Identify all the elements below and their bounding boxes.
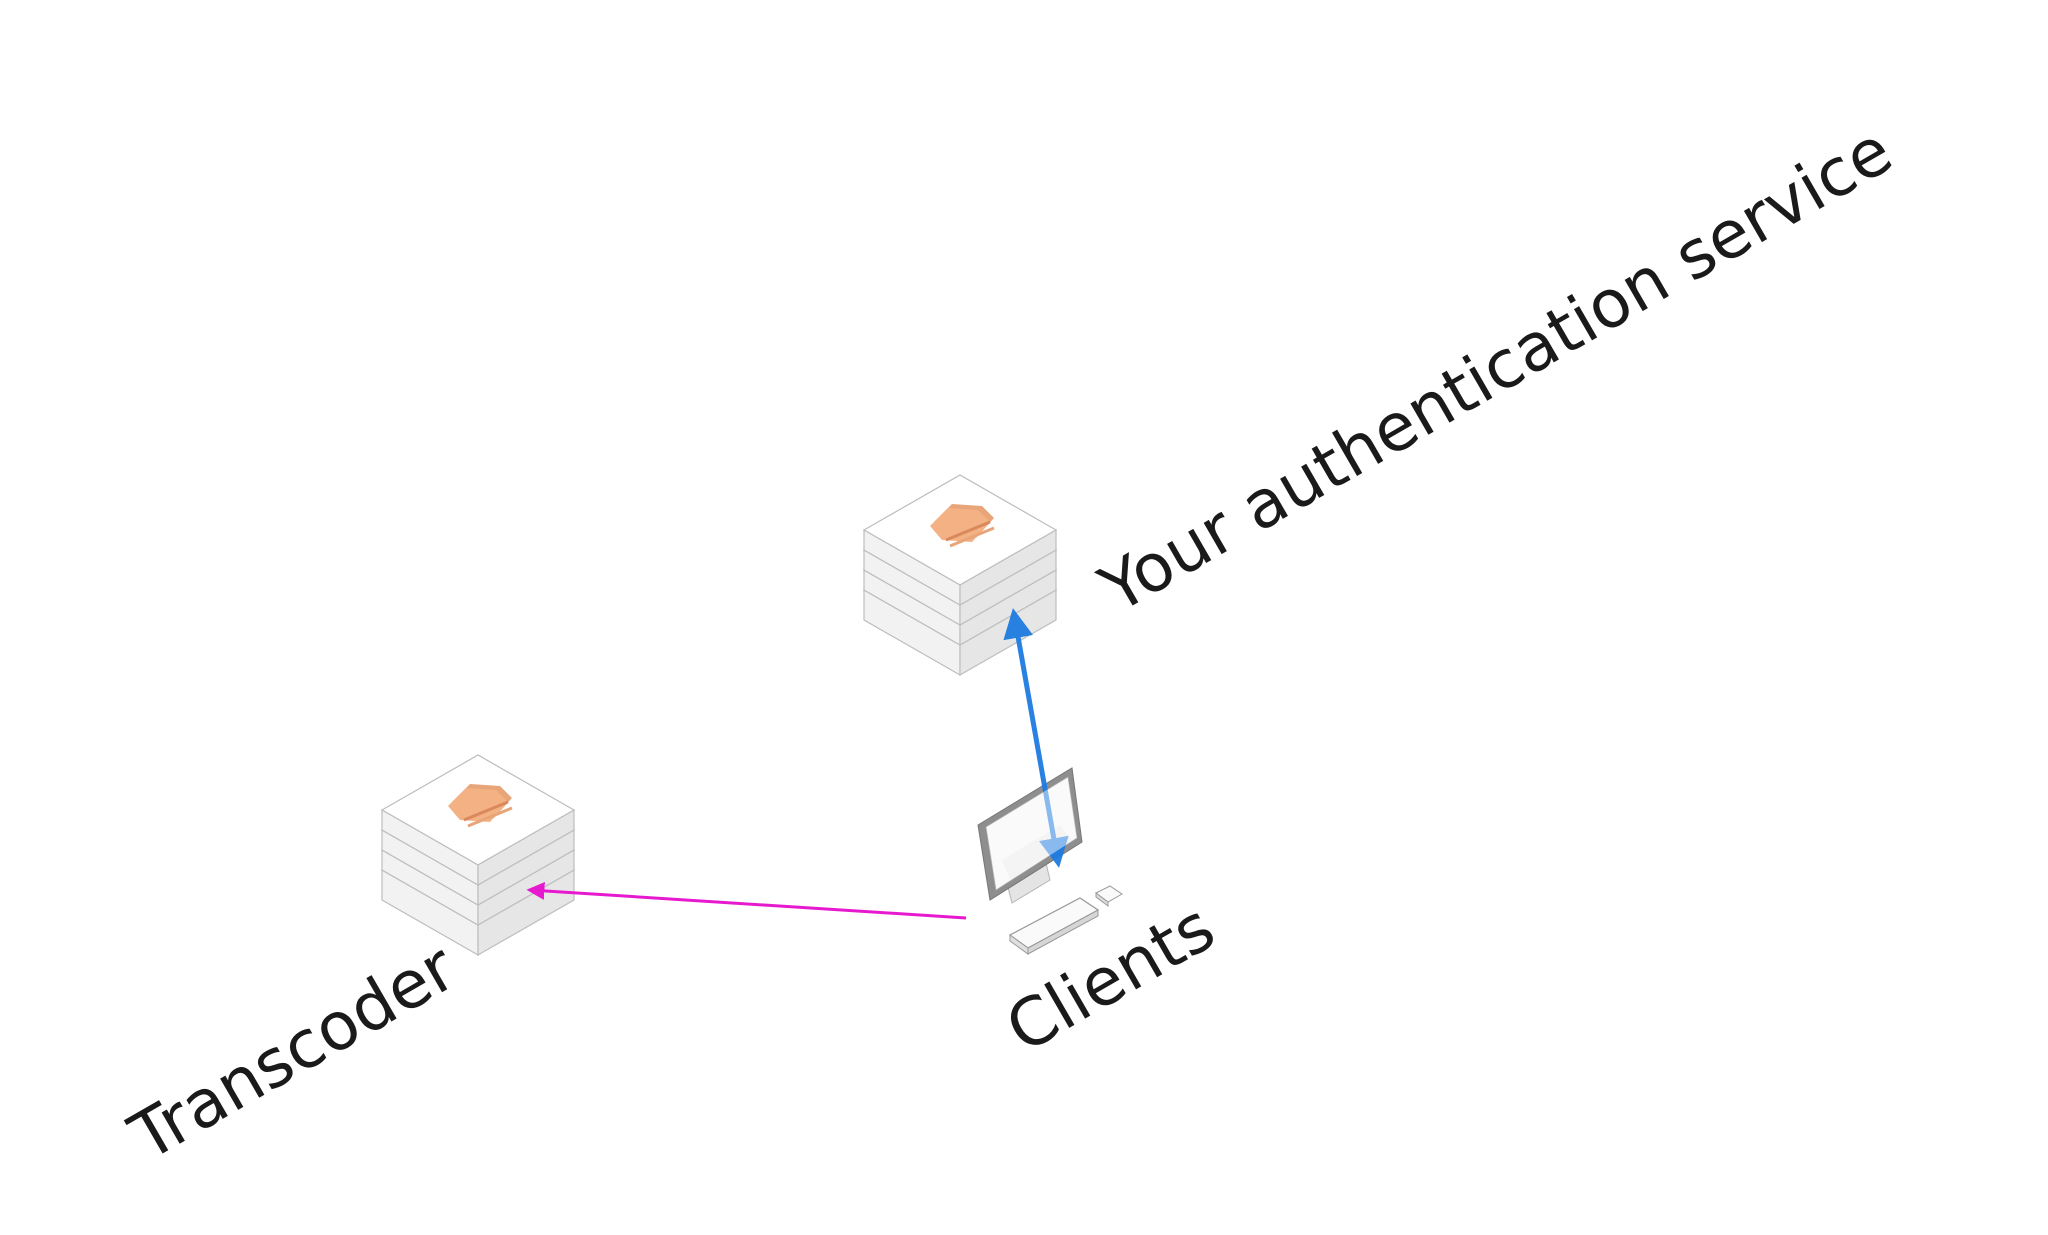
auth-server-node[interactable]	[862, 474, 1058, 677]
link-clients-auth	[986, 608, 1077, 890]
server-logo-icon	[448, 784, 513, 828]
server-logo-icon	[930, 504, 995, 548]
link-clients-transcoder	[526, 881, 967, 920]
auth-service-label: Your authentication service	[1087, 112, 1905, 629]
server-stack-icon	[862, 474, 1058, 677]
clients-label: Clients	[994, 888, 1228, 1067]
transcoder-server-node[interactable]	[380, 754, 576, 957]
transcoder-label: Transcoder	[117, 928, 470, 1176]
server-stack-icon	[380, 754, 576, 957]
